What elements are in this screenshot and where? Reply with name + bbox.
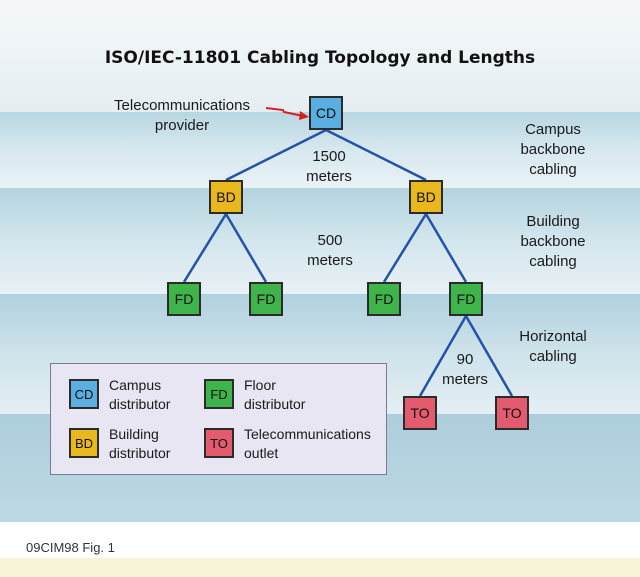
legend-text-cd: Campus distributor xyxy=(109,377,171,412)
legend-text-fd: Floor distributor xyxy=(244,377,306,412)
link-bd-fd-4 xyxy=(424,213,468,283)
node-cd: CD xyxy=(309,96,343,130)
label-building-backbone: Building backbone cabling xyxy=(520,213,586,270)
figure-title: ISO/IEC-11801 Cabling Topology and Lengt… xyxy=(104,48,536,68)
link-cd-bd-left xyxy=(225,128,327,182)
legend-swatch-fd: FD xyxy=(204,379,234,409)
node-bd-left: BD xyxy=(209,180,243,214)
length-horizontal: 90 meters xyxy=(442,351,488,388)
link-fd-to-2 xyxy=(464,315,514,397)
link-bd-fd-1 xyxy=(182,213,228,283)
length-building: 500 meters xyxy=(307,232,353,269)
legend-text-bd: Building distributor xyxy=(109,426,171,461)
legend-swatch-cd: CD xyxy=(69,379,99,409)
legend-swatch-to: TO xyxy=(204,428,234,458)
link-fd-to-1 xyxy=(418,315,468,397)
node-fd-4: FD xyxy=(449,282,483,316)
arrowhead-icon xyxy=(299,111,309,120)
link-bd-fd-2 xyxy=(224,213,268,283)
bottom-strip xyxy=(0,558,640,577)
node-fd-3: FD xyxy=(367,282,401,316)
node-fd-2: FD xyxy=(249,282,283,316)
link-bd-fd-3 xyxy=(382,213,428,283)
legend: CD Campus distributor FD Floor distribut… xyxy=(50,363,387,475)
node-fd-1: FD xyxy=(167,282,201,316)
node-bd-right: BD xyxy=(409,180,443,214)
link-cd-bd-right xyxy=(325,128,427,182)
label-horizontal-cabling: Horizontal cabling xyxy=(519,328,587,365)
provider-label: Telecommunications provider xyxy=(114,97,250,134)
figure-caption: 09CIM98 Fig. 1 xyxy=(26,540,115,555)
legend-swatch-bd: BD xyxy=(69,428,99,458)
legend-text-to: Telecommunications outlet xyxy=(244,426,371,461)
provider-arrow xyxy=(265,107,304,117)
length-campus: 1500 meters xyxy=(306,148,352,185)
node-to-left: TO xyxy=(403,396,437,430)
node-to-right: TO xyxy=(495,396,529,430)
label-campus-backbone: Campus backbone cabling xyxy=(520,121,586,178)
